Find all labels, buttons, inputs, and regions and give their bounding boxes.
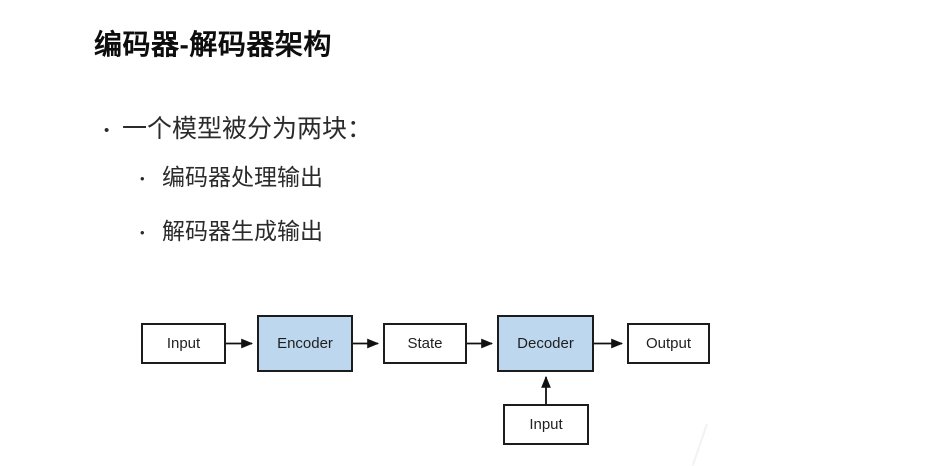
bullet-marker-icon: • <box>140 171 145 186</box>
bullet-item-1: • 一个模型被分为两块： <box>104 110 724 152</box>
bullet-item-3: • 解码器生成输出 <box>140 206 724 260</box>
diagram-node-state[interactable]: State <box>383 323 467 364</box>
page-title: 编码器-解码器架构 <box>94 29 332 60</box>
bullet-list: • 一个模型被分为两块： • 编码器处理输出 • 解码器生成输出 <box>104 110 724 260</box>
diagram-node-decoder[interactable]: Decoder <box>497 315 594 372</box>
bullet-text-3: 解码器生成输出 <box>162 218 323 244</box>
diagram-node-output[interactable]: Output <box>627 323 710 364</box>
diagram-node-input-bottom[interactable]: Input <box>503 404 589 445</box>
watermark-stroke <box>691 423 708 466</box>
bullet-marker-icon: • <box>104 122 110 139</box>
diagram-node-input-left[interactable]: Input <box>141 323 226 364</box>
bullet-text-2: 编码器处理输出 <box>162 164 323 190</box>
diagram-node-encoder[interactable]: Encoder <box>257 315 353 372</box>
bullet-text-1: 一个模型被分为两块： <box>122 115 373 143</box>
bullet-item-2: • 编码器处理输出 <box>140 152 724 206</box>
bullet-marker-icon: • <box>140 225 145 240</box>
